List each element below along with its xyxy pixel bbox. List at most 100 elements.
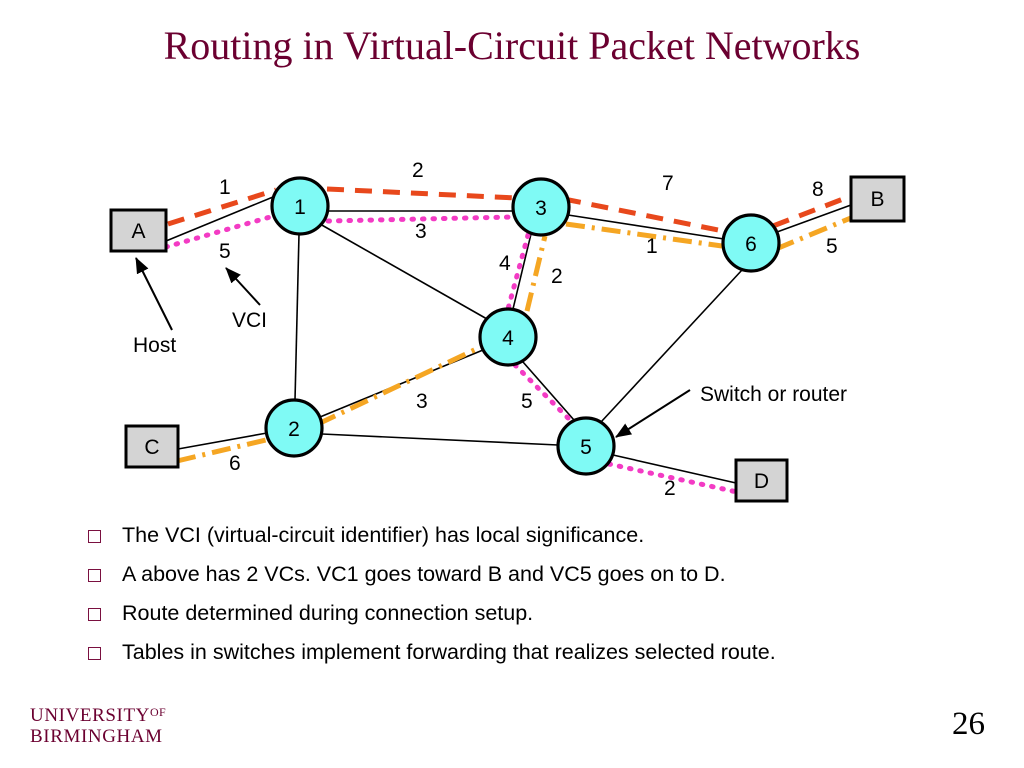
vc1-segment-1-3 xyxy=(326,186,517,201)
vci-annotation-arrow xyxy=(225,267,261,306)
vc-orange-segment-6-b xyxy=(775,212,859,252)
vc5-segment-a-1 xyxy=(163,212,280,250)
node-4-circle[interactable] xyxy=(478,307,538,367)
link-5-d xyxy=(612,454,737,484)
node-3-circle[interactable] xyxy=(511,177,571,237)
bullet-square-icon xyxy=(88,647,101,660)
vc5-segment-1-3 xyxy=(325,214,517,224)
host-d[interactable]: D xyxy=(734,458,789,503)
host-b-box[interactable] xyxy=(849,175,906,223)
vc-orange-segment-3-6 xyxy=(565,221,730,250)
link-label-45-vci5: 5 xyxy=(521,390,533,413)
link-1-2 xyxy=(294,233,300,401)
node-3-label: 3 xyxy=(535,197,547,220)
link-label-24-vci3: 3 xyxy=(416,390,428,413)
list-item: The VCI (virtual-circuit identifier) has… xyxy=(88,522,1008,551)
list-item: A above has 2 VCs. VC1 goes toward B and… xyxy=(88,561,1008,590)
vc5-segment-4-5 xyxy=(512,362,574,424)
link-label-34-vci2: 2 xyxy=(551,265,563,288)
node-6-circle[interactable] xyxy=(721,213,781,273)
node-5-circle[interactable] xyxy=(556,416,616,476)
vc1-segment-a-1 xyxy=(167,187,277,227)
switch-annotation: Switch or router xyxy=(615,383,847,438)
link-label-6b-vci8: 8 xyxy=(812,178,824,201)
node-5[interactable]: 5 xyxy=(556,416,616,476)
link-label-13-vci2: 2 xyxy=(412,159,424,182)
link-3-4 xyxy=(512,233,532,310)
vc-orange-segment-2-4 xyxy=(316,340,491,427)
page-number: 26 xyxy=(952,706,985,742)
node-2-circle[interactable] xyxy=(264,398,324,458)
host-a-box[interactable] xyxy=(109,208,168,253)
link-label-a1-vci5: 5 xyxy=(219,240,231,263)
link-label-5d-vci2: 2 xyxy=(664,477,676,500)
page-title: Routing in Virtual-Circuit Packet Networ… xyxy=(163,23,861,68)
physical-links xyxy=(165,196,852,484)
vc-orange-path xyxy=(176,212,859,464)
host-b[interactable]: B xyxy=(849,175,906,223)
host-c-label: C xyxy=(144,436,159,459)
host-c[interactable]: C xyxy=(124,424,180,469)
host-a[interactable]: A xyxy=(109,208,168,253)
link-a-1 xyxy=(165,196,274,242)
link-6-b xyxy=(776,204,852,233)
link-2-c xyxy=(177,432,268,450)
node-6-label: 6 xyxy=(745,233,757,256)
vci-annotation: VCI xyxy=(225,267,267,332)
node-3[interactable]: 3 xyxy=(511,177,571,237)
annotations: Host VCI Switch or router xyxy=(133,257,847,438)
bullet-text: A above has 2 VCs. VC1 goes toward B and… xyxy=(122,562,726,586)
vc1-path xyxy=(167,186,857,236)
switch-annotation-label: Switch or router xyxy=(700,383,847,406)
vci-annotation-label: VCI xyxy=(232,309,267,332)
link-label-13-vci3: 3 xyxy=(415,220,427,243)
node-2-label: 2 xyxy=(288,418,300,441)
host-c-box[interactable] xyxy=(124,424,180,469)
host-d-label: D xyxy=(754,470,769,493)
link-4-5 xyxy=(522,361,575,421)
vc-orange-segment-4-3 xyxy=(524,235,548,312)
link-2-5 xyxy=(321,433,559,446)
link-label-36-vci1: 1 xyxy=(646,235,658,258)
vc5-segment-3-4 xyxy=(505,232,531,312)
logo-university-text: UNIVERSITY xyxy=(30,705,150,726)
host-annotation-label: Host xyxy=(133,334,176,357)
host-annotation-arrow xyxy=(135,257,173,331)
node-4[interactable]: 4 xyxy=(478,307,538,367)
switch-nodes: 1 2 3 4 5 6 xyxy=(264,176,781,476)
vc5-segment-5-d xyxy=(606,461,740,495)
bullet-square-icon xyxy=(88,530,101,543)
list-item: Tables in switches implement forwarding … xyxy=(88,639,1008,668)
list-item: Route determined during connection setup… xyxy=(88,600,1008,629)
link-labels: 1 2 3 5 4 2 7 1 8 5 3 5 6 2 xyxy=(219,159,838,500)
logo-of-text: OF xyxy=(150,705,166,719)
link-1-4 xyxy=(319,223,488,320)
link-label-2c-vci6: 6 xyxy=(229,452,241,475)
bullet-text: Tables in switches implement forwarding … xyxy=(122,640,776,664)
logo-line-birmingham: BIRMINGHAM xyxy=(30,726,163,747)
node-1-circle[interactable] xyxy=(270,176,330,236)
link-3-6 xyxy=(567,214,725,240)
node-1[interactable]: 1 xyxy=(270,176,330,236)
bullet-square-icon xyxy=(88,608,101,621)
node-6[interactable]: 6 xyxy=(721,213,781,273)
university-logo: UNIVERSITYOF BIRMINGHAM xyxy=(30,702,166,747)
link-label-6b-vci5: 5 xyxy=(826,235,838,258)
node-2[interactable]: 2 xyxy=(264,398,324,458)
bullet-text: Route determined during connection setup… xyxy=(122,601,534,625)
bullet-text: The VCI (virtual-circuit identifier) has… xyxy=(122,523,645,547)
switch-annotation-arrow xyxy=(615,389,691,438)
host-b-label: B xyxy=(870,188,884,211)
bullet-square-icon xyxy=(88,569,101,582)
host-annotation: Host xyxy=(133,257,176,357)
link-label-a1-vci1: 1 xyxy=(219,176,231,199)
vc-orange-segment-c-2 xyxy=(176,436,271,464)
host-boxes: A B C D xyxy=(109,175,906,503)
node-5-label: 5 xyxy=(580,436,592,459)
vc5-path xyxy=(163,212,740,495)
node-4-label: 4 xyxy=(502,327,514,350)
bullet-list: The VCI (virtual-circuit identifier) has… xyxy=(88,522,1008,678)
host-d-box[interactable] xyxy=(734,458,789,503)
